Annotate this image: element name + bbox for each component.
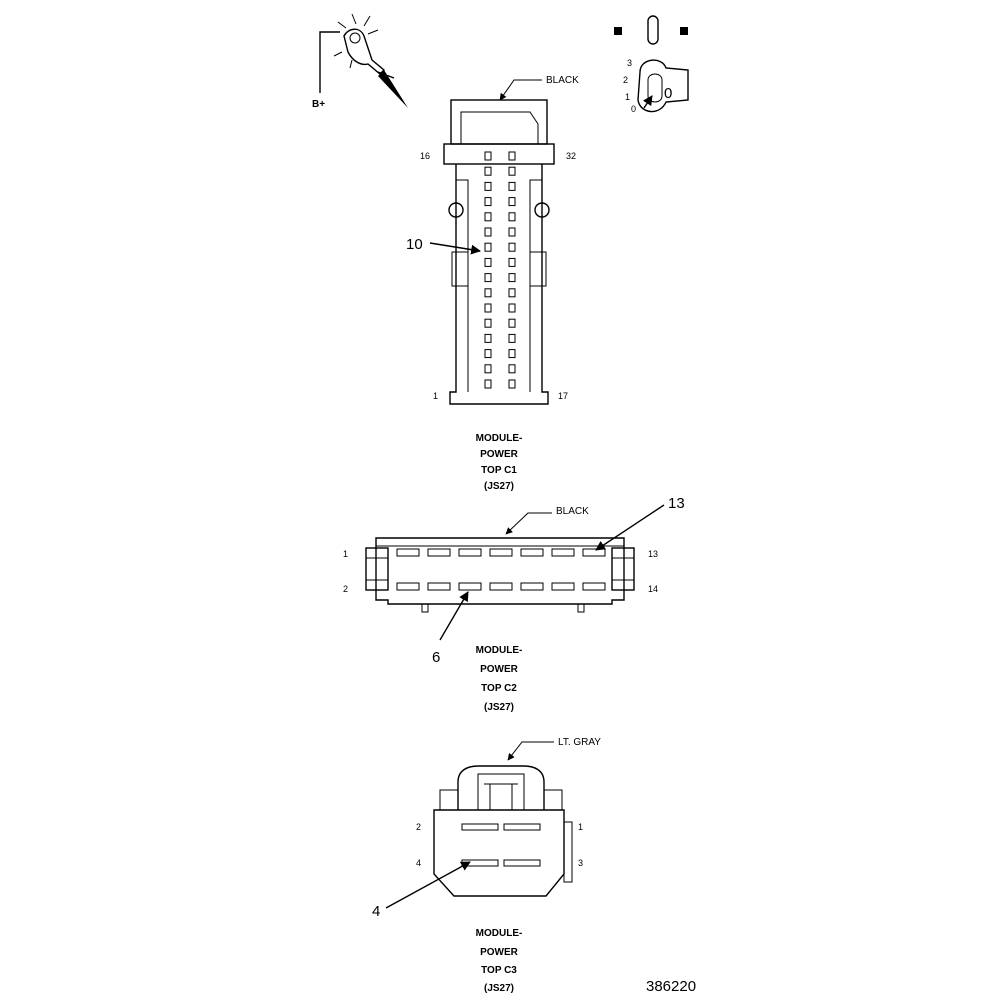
c2-color-label: BLACK [556,506,589,517]
c2-pin-cavity [427,582,451,591]
c2-callout-13: 13 [668,495,685,512]
c1-pin-cavity [484,318,492,328]
c1-pin-cavity [484,364,492,374]
c2-pin-cavity [458,582,482,591]
c1-pin-cavity [508,364,516,374]
c2-pin-cavity [427,548,451,557]
c2-title-line-3: TOP C2 [481,683,517,694]
c2-pin-cavity [396,582,420,591]
c2-pin-14-label: 14 [648,584,658,594]
c2-pin-cavity [520,582,544,591]
c2-pin-cavity [458,548,482,557]
c1-pin-cavity [508,288,516,298]
ignition-key-icon: 0 3 2 1 0 [614,15,689,114]
c3-title-line-4: (JS27) [484,983,514,994]
c1-title-line-4: (JS27) [484,481,514,492]
c1-title-line-3: TOP C1 [481,465,517,476]
c1-pin-cavity [508,273,516,283]
c1-pin-cavity [484,257,492,267]
ignition-pos-3: 3 [627,58,632,68]
b-plus-probe-icon: B+ [312,13,408,110]
c3-pin-4-label: 4 [416,858,421,868]
c1-color-label: BLACK [546,75,579,86]
c1-pin-cavity [508,166,516,176]
ignition-pos-2: 2 [623,75,628,85]
c1-pin-cavity [508,181,516,191]
c2-title-line-1: MODULE- [476,645,523,656]
c1-pin-cavity [508,227,516,237]
c1-pin-cavity [484,227,492,237]
c1-pin-1-label: 1 [433,391,438,401]
c1-pin-cavity [508,151,516,161]
c2-pin-cavity [520,548,544,557]
c1-pin-16-label: 16 [420,151,430,161]
c3-pin-3-label: 3 [578,858,583,868]
c1-pin-cavity [508,212,516,222]
c2-pin-cavity [396,548,420,557]
c1-pin-cavity [484,212,492,222]
ignition-pos-0: 0 [631,104,636,114]
c3-color-label: LT. GRAY [558,737,601,748]
c1-pin-cavity [508,242,516,252]
c2-pin-cavities [396,548,606,591]
c1-pin-cavity [484,151,492,161]
c1-pin-cavity [484,333,492,343]
c3-pin-2-label: 2 [416,822,421,832]
c2-pin-cavity [489,548,513,557]
c1-pin-cavity [508,257,516,267]
b-plus-label: B+ [312,99,325,110]
c2-pin-cavity [551,548,575,557]
c1-pin-cavity [508,197,516,207]
c3-title-line-3: TOP C3 [481,965,517,976]
c1-pin-17-label: 17 [558,391,568,401]
c2-pin-cavity [582,582,606,591]
c1-pin-cavity [484,273,492,283]
c3-pin-1-label: 1 [578,822,583,832]
figure-number: 386220 [646,978,696,995]
c2-pin-cavity [551,582,575,591]
c1-title-line-2: POWER [480,449,519,460]
c1-pin-cavities [484,151,516,389]
c2-pin-cavity [582,548,606,557]
c1-pin-cavity [508,303,516,313]
c3-pin-cavity [461,823,499,831]
c1-title-line-1: MODULE- [476,433,523,444]
c1-pin-cavity [484,349,492,359]
c1-pin-cavity [508,333,516,343]
c1-callout-10: 10 [406,236,423,253]
c2-pin-2-label: 2 [343,584,348,594]
c2-title-line-2: POWER [480,664,519,675]
c3-pin-cavity [503,823,541,831]
c3-title-line-1: MODULE- [476,928,523,939]
c1-pin-cavity [508,379,516,389]
c1-pin-32-label: 32 [566,151,576,161]
c2-pin-13-label: 13 [648,549,658,559]
ignition-pos-1: 1 [625,92,630,102]
c1-pin-cavity [508,349,516,359]
c2-callout-6: 6 [432,649,440,666]
c3-callout-4: 4 [372,903,380,920]
c1-pin-cavity [508,318,516,328]
c2-title-line-4: (JS27) [484,702,514,713]
c1-pin-cavity [484,303,492,313]
connector-c3: LT. GRAY 2 1 4 3 4 MODULE- POWER TOP C3 … [372,737,601,994]
c3-title-line-2: POWER [480,947,519,958]
connector-c1: BLACK 16 32 1 17 10 MODULE- POWER TOP C1… [406,75,579,492]
c1-pin-cavity [484,166,492,176]
c2-pin-cavity [489,582,513,591]
c1-pin-cavity [484,288,492,298]
c1-pin-cavity [484,379,492,389]
c1-pin-cavity [484,181,492,191]
c2-pin-1-label: 1 [343,549,348,559]
c1-pin-cavity [484,197,492,207]
c3-pin-cavity [503,859,541,867]
c3-pin-cavities [461,823,541,867]
key-position-label: 0 [664,85,672,102]
c1-pin-cavity [484,242,492,252]
connector-c2: BLACK 1 2 13 14 13 6 MODULE- POWER TOP C… [343,495,685,713]
